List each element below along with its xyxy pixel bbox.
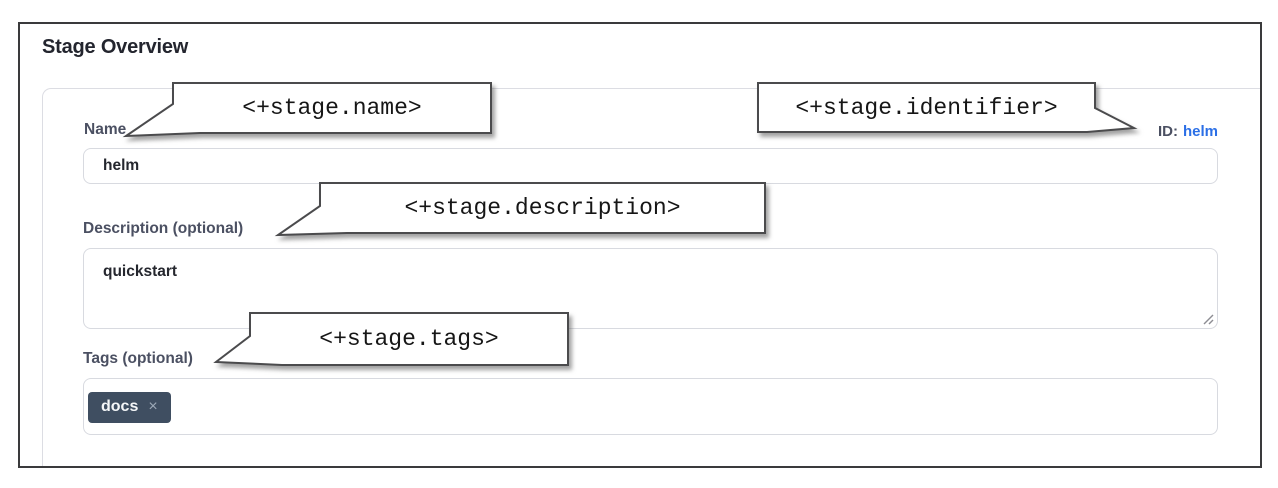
stage-id-row: ID:helm — [1158, 123, 1218, 140]
description-field-label: Description (optional) — [83, 220, 244, 237]
tags-field-label: Tags (optional) — [83, 350, 193, 367]
remove-tag-icon[interactable]: × — [148, 398, 158, 415]
tag-chip-label: docs — [101, 398, 139, 415]
tag-chip: docs × — [88, 391, 171, 423]
id-caption: ID: — [1157, 123, 1178, 140]
description-textarea[interactable]: quickstart — [83, 248, 1218, 329]
textarea-resize-handle-icon[interactable] — [1201, 312, 1215, 326]
stage-id-value: helm — [1182, 123, 1218, 140]
name-input[interactable] — [83, 148, 1218, 184]
name-field-label: Name — [84, 121, 127, 138]
tags-input[interactable]: docs × — [83, 378, 1218, 435]
page-title: Stage Overview — [42, 36, 189, 58]
